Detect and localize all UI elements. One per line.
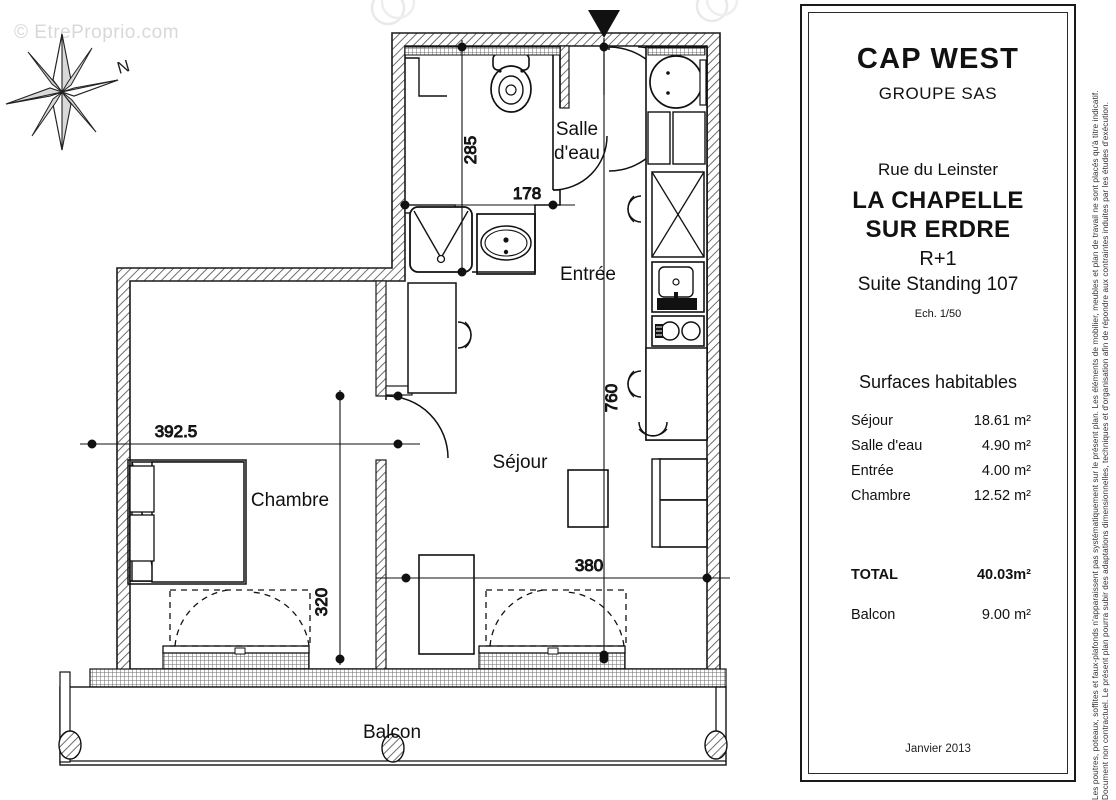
- city-line-1: LA CHAPELLE: [852, 187, 1024, 214]
- legal-notice: Document non contractuel. Le présent pla…: [1084, 0, 1116, 800]
- windows-and-sliding-doors: [162, 589, 627, 670]
- floor-level: R+1: [919, 248, 957, 270]
- scan-artifacts: [370, 0, 739, 26]
- kitchen-units: [627, 46, 708, 441]
- entrance-marker-triangle: [588, 10, 620, 38]
- surface-row: Chambre 12.52 m²: [851, 484, 1067, 509]
- balcony-value: 9.00 m²: [981, 606, 1031, 623]
- surfaces-heading: Surfaces habitables: [858, 372, 1018, 392]
- surface-value: 4.90 m²: [981, 437, 1031, 454]
- compass-rose: N: [5, 33, 132, 151]
- legal-notice-line-1: Document non contractuel. Le présent pla…: [1101, 101, 1110, 800]
- surface-value: 4.00 m²: [981, 462, 1031, 479]
- room-labels: Salle d'eau Entrée Séjour Chambre: [251, 119, 616, 511]
- balcony: Balcon: [58, 668, 728, 766]
- dimension-178: 178: [513, 184, 541, 203]
- dimension-285: 285: [461, 136, 480, 164]
- compass-north-label: N: [115, 56, 132, 78]
- title-block-inner: CAP WEST GROUPE SAS Rue du Leinster LA C…: [808, 12, 1068, 774]
- dimension-lines: 285 178 760 392.5 320 380: [80, 10, 730, 665]
- toilet-icon: [490, 53, 532, 113]
- room-label-entree: Entrée: [560, 264, 616, 285]
- washbasin-icon: [476, 213, 536, 275]
- dimension-320: 320: [312, 588, 331, 616]
- surface-row: Salle d'eau 4.90 m²: [851, 434, 1067, 459]
- company-name: CAP WEST: [856, 43, 1020, 75]
- surface-row: Entrée 4.00 m²: [851, 459, 1067, 484]
- room-label-sejour: Séjour: [493, 452, 549, 473]
- bathroom-fixtures: [404, 46, 561, 275]
- company-subtitle: GROUPE SAS: [878, 84, 998, 103]
- surfaces-list: Séjour 18.61 m² Salle d'eau 4.90 m² Entr…: [809, 409, 1067, 509]
- living-room-furniture: [407, 282, 708, 655]
- surface-value: 12.52 m²: [973, 487, 1031, 504]
- street-name: Rue du Leinster: [877, 160, 999, 179]
- unit-name: Suite Standing 107: [857, 274, 1019, 295]
- balcony-row: Balcon 9.00 m²: [809, 607, 1067, 623]
- bedroom-furniture: [127, 459, 247, 585]
- total-row: TOTAL 40.03m²: [809, 567, 1067, 583]
- surface-name: Chambre: [851, 487, 911, 504]
- legal-notice-line-2: Les poutres, poteaux, soffites et faux-p…: [1091, 90, 1100, 800]
- surface-value: 18.61 m²: [973, 413, 1031, 429]
- title-block: CAP WEST GROUPE SAS Rue du Leinster LA C…: [800, 4, 1076, 782]
- total-label: TOTAL: [851, 566, 898, 583]
- room-label-salle-deau-line1: Salle: [556, 119, 598, 140]
- shower-icon: [409, 206, 473, 273]
- dimension-380: 380: [575, 556, 603, 575]
- room-label-balcon: Balcon: [363, 722, 421, 743]
- total-value: 40.03m²: [976, 566, 1031, 583]
- watermark-etreproprio: © EtreProprio.com: [14, 22, 180, 43]
- surface-name: Séjour: [851, 413, 893, 429]
- floorplan-drawing: N: [5, 0, 739, 766]
- surface-name: Entrée: [851, 462, 894, 479]
- drawing-date: Janvier 2013: [905, 743, 971, 755]
- drawing-scale: Ech. 1/50: [914, 308, 962, 320]
- surface-row: Séjour 18.61 m²: [851, 409, 1067, 434]
- balcony-label: Balcon: [851, 606, 896, 623]
- surface-name: Salle d'eau: [851, 437, 923, 454]
- room-label-chambre: Chambre: [251, 490, 329, 511]
- room-label-salle-deau-line2: d'eau: [554, 143, 600, 164]
- city-line-2: SUR ERDRE: [865, 216, 1011, 243]
- dimension-392-5: 392.5: [155, 422, 198, 441]
- dimension-760: 760: [602, 384, 621, 412]
